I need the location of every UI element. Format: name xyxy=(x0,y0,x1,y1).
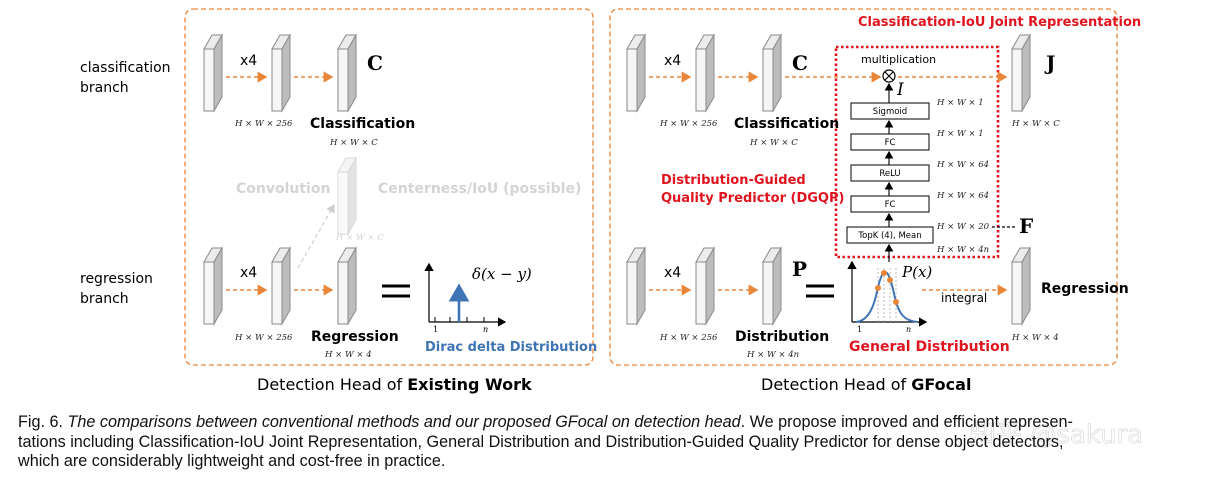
distribution-point xyxy=(887,277,893,283)
dim-label: H × W × 1 xyxy=(936,129,984,139)
caption-line-3: which are considerably lightweight and c… xyxy=(18,452,446,470)
cls-branch-label: classification xyxy=(80,60,171,76)
x4-label: x4 xyxy=(240,265,257,281)
fc-box xyxy=(850,195,930,213)
caption-rest: . We propose improved and efficient repr… xyxy=(740,413,1073,431)
topk-label: TopK (4), Mean xyxy=(857,231,921,241)
c-symbol: C xyxy=(792,51,808,75)
feature-map xyxy=(626,247,646,325)
watermark: 知乎 @sakura xyxy=(970,420,1143,450)
feature-map xyxy=(337,34,357,112)
classification-label: Classification xyxy=(310,116,415,132)
feature-map xyxy=(695,34,715,112)
axis-1-label: 1 xyxy=(857,325,862,334)
caption-line-2: tations including Classification-IoU Joi… xyxy=(18,432,1064,451)
i-symbol: I xyxy=(896,80,904,100)
distribution-point xyxy=(875,285,881,291)
multiplication-label: multiplication xyxy=(861,53,936,66)
fc-label: FC xyxy=(885,138,896,148)
axis-n-label: n xyxy=(906,325,911,334)
dim-label: H × W × 64 xyxy=(936,191,989,201)
sigmoid-box xyxy=(850,102,930,120)
dim-label: H × W × 4 xyxy=(324,350,372,360)
dim-label: H × W × 4n xyxy=(936,245,989,255)
caption-fig: Fig. 6. xyxy=(18,413,68,431)
centerness-label: Centerness/IoU (possible) xyxy=(378,181,581,197)
axis-1-label: 1 xyxy=(433,325,438,334)
dim-label: H × W × 20 xyxy=(936,222,990,232)
distribution-label: Distribution xyxy=(735,329,829,345)
left-panel-frame xyxy=(184,8,594,366)
delta-formula: δ(x − y) xyxy=(472,265,532,283)
dim-label: H × W × C xyxy=(1011,119,1060,129)
x4-label: x4 xyxy=(664,53,681,69)
dim-label: H × W × 4 xyxy=(1011,333,1059,343)
topk-box xyxy=(846,226,934,244)
feature-map xyxy=(271,247,291,325)
dim-label: H × W × 4n xyxy=(746,350,799,360)
dim-label: H × W × C xyxy=(335,233,384,243)
right-panel-frame xyxy=(609,8,1118,366)
dgqp-label-2: Quality Predictor (DGQP) xyxy=(661,191,844,206)
reg-branch-label-2: branch xyxy=(80,291,129,307)
sigmoid-label: Sigmoid xyxy=(873,107,907,117)
multiply-icon-stroke xyxy=(884,71,894,81)
feature-map-faded xyxy=(337,157,357,235)
fc-box xyxy=(850,133,930,151)
fc-label: FC xyxy=(885,200,896,210)
distribution-point xyxy=(893,299,899,305)
joint-rep-box xyxy=(834,45,1000,259)
j-symbol: J xyxy=(1044,51,1055,75)
caption-italic: The comparisons between conventional met… xyxy=(67,413,741,431)
dim-label: H × W × 64 xyxy=(936,160,989,170)
feature-map xyxy=(626,34,646,112)
cls-branch-label-2: branch xyxy=(80,80,129,96)
dim-label: H × W × 256 xyxy=(234,119,293,129)
figure-caption: Fig. 6. The comparisons between conventi… xyxy=(18,413,1188,472)
p-symbol: P xyxy=(792,257,807,281)
regression-label: Regression xyxy=(311,329,399,345)
dim-label: H × W × 256 xyxy=(234,333,293,343)
feature-map xyxy=(203,34,223,112)
feature-map xyxy=(762,247,782,325)
f-symbol: F xyxy=(1019,214,1033,238)
right-panel-title: Detection Head of GFocal xyxy=(761,375,971,394)
dim-label: H × W × C xyxy=(749,138,798,148)
general-distribution-label: General Distribution xyxy=(849,339,1010,355)
dirac-label: Dirac delta Distribution xyxy=(425,340,597,355)
feature-map xyxy=(203,247,223,325)
dim-label: H × W × C xyxy=(329,138,378,148)
dim-label: H × W × 256 xyxy=(659,333,718,343)
classification-label: Classification xyxy=(734,116,839,132)
feature-map xyxy=(337,247,357,325)
caption-line-1: Fig. 6. The comparisons between conventi… xyxy=(18,413,1188,433)
feature-map xyxy=(271,34,291,112)
x4-label: x4 xyxy=(664,265,681,281)
feature-map xyxy=(1011,34,1031,112)
reg-branch-label: regression xyxy=(80,271,153,287)
x4-label: x4 xyxy=(240,53,257,69)
feature-map xyxy=(695,247,715,325)
regression-label: Regression xyxy=(1041,281,1129,297)
feature-map xyxy=(1011,247,1031,325)
integral-label: integral xyxy=(941,291,987,305)
arrow xyxy=(297,203,335,269)
left-panel-title: Detection Head of Existing Work xyxy=(257,375,532,394)
px-label: P(x) xyxy=(901,263,932,281)
relu-label: ReLU xyxy=(879,169,900,179)
dgqp-label: Distribution-Guided xyxy=(661,173,806,188)
distribution-point xyxy=(881,270,887,276)
joint-rep-label: Classification-IoU Joint Representation xyxy=(858,15,1141,30)
dim-label: H × W × 256 xyxy=(659,119,718,129)
convolution-label: Convolution xyxy=(236,181,330,197)
c-symbol: C xyxy=(367,51,383,75)
relu-box xyxy=(850,164,930,182)
feature-map xyxy=(762,34,782,112)
axis-n-label: n xyxy=(483,325,488,334)
dim-label: H × W × 1 xyxy=(936,98,984,108)
